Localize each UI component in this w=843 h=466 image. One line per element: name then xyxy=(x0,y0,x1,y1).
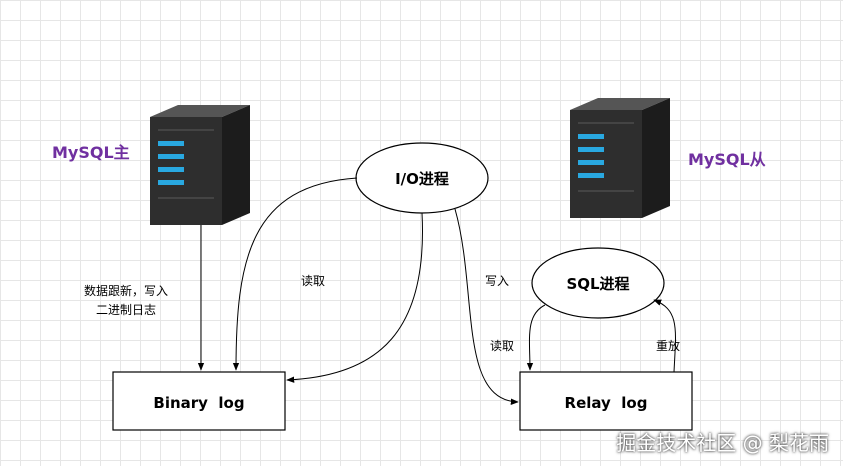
edge-label-sql-replay: 重放 xyxy=(656,338,680,353)
edge-io-write-relay xyxy=(454,208,519,405)
edge-label-io-read: 读取 xyxy=(301,274,325,288)
edge-label-io-write: 写入 xyxy=(485,274,509,288)
slave-label: MySQL从 xyxy=(688,150,766,169)
binary-log-label: Binary log xyxy=(153,394,244,412)
io-process-label: I/O进程 xyxy=(395,170,449,188)
relay-log-node xyxy=(519,371,693,431)
relay-log-label: Relay log xyxy=(565,394,648,412)
watermark: 掘金技术社区 @ 梨花雨 xyxy=(616,431,829,455)
edge-label-sql-read: 读取 xyxy=(490,339,514,353)
binary-log-node xyxy=(112,371,286,431)
server-icon xyxy=(150,105,250,225)
edge-sql-read-relay xyxy=(526,304,546,371)
edge-label-master-write-1: 数据跟新，写入 xyxy=(84,283,168,298)
edge-io-read-binlog xyxy=(232,177,358,371)
sql-process-node xyxy=(531,247,665,319)
edge-io-to-binlog xyxy=(286,212,423,383)
edge-relay-replay-sql xyxy=(653,299,676,373)
server-icon xyxy=(570,98,670,218)
edge-label-master-write-2: 二进制日志 xyxy=(96,303,156,317)
master-label: MySQL主 xyxy=(52,143,130,162)
sql-process-label: SQL进程 xyxy=(566,275,629,293)
